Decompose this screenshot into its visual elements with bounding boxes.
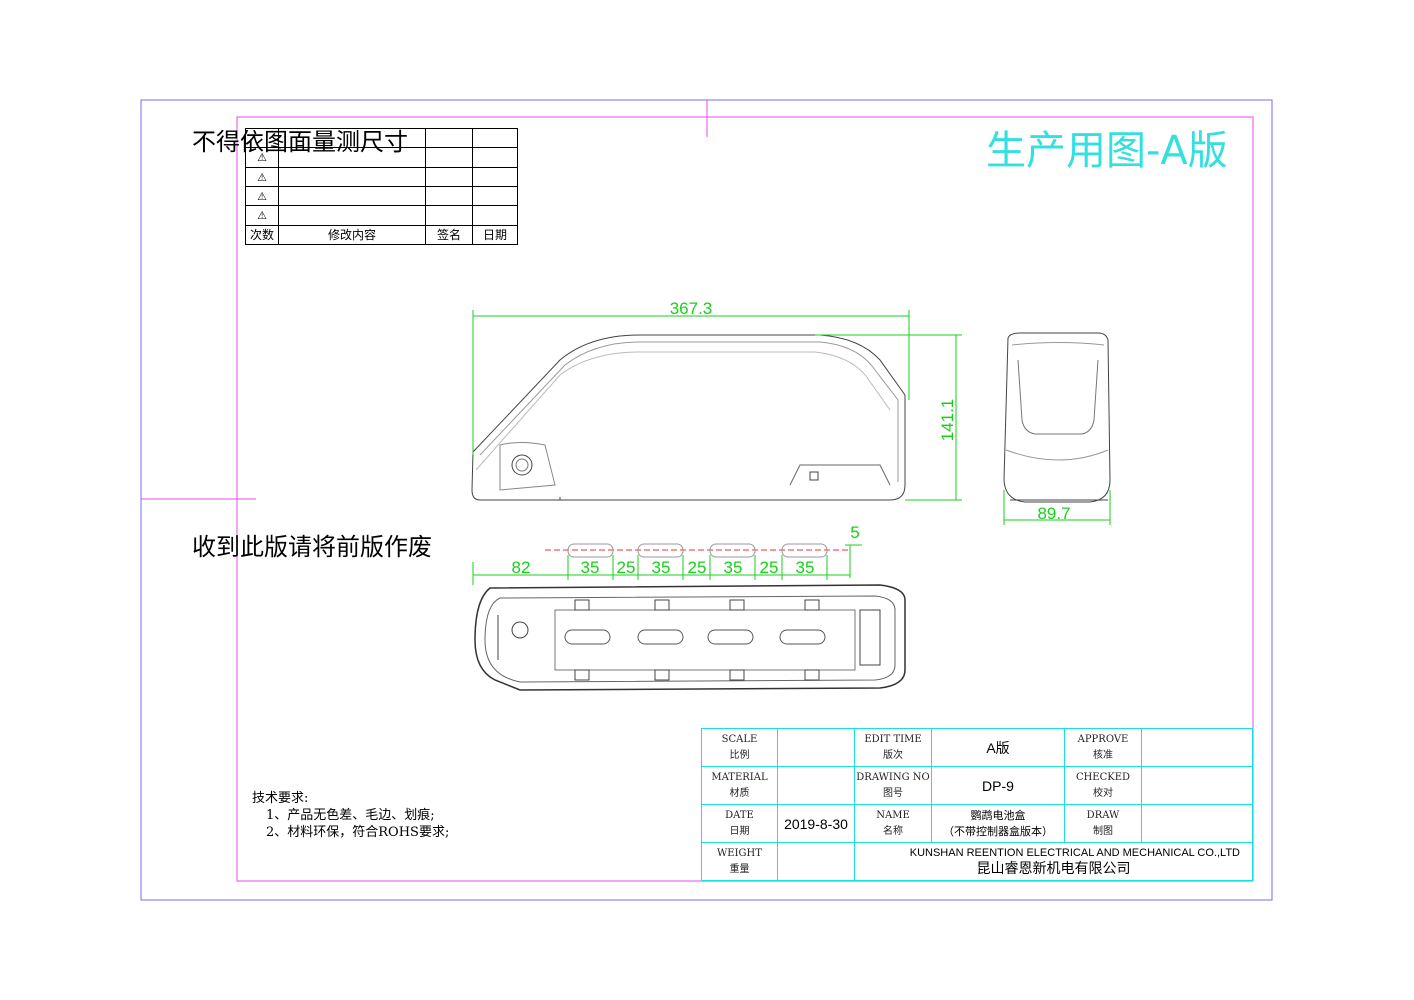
revision-header-content: 修改内容 [278, 224, 426, 246]
dimension-lines [472, 310, 1111, 585]
requirement-item-1: 1、产品无色差、毛边、划痕; [266, 808, 435, 823]
weight-value [777, 842, 855, 881]
side-view [471, 334, 906, 501]
revision-table: ⚠ ⚠ ⚠ ⚠ 次数 修改内容 签名 日期 [245, 127, 518, 246]
front-view [1003, 332, 1111, 503]
revision-marker-icon: ⚠ [257, 190, 267, 204]
slot-row [545, 543, 850, 558]
note-void-previous: 收到此版请将前版作废 [192, 533, 432, 561]
revision-marker-icon: ⚠ [257, 209, 267, 223]
drawing-no-value: DP-9 [931, 766, 1065, 805]
scale-value [777, 728, 855, 767]
dim-width: 89.7 [1037, 504, 1070, 523]
dim-slot-4: 35 [796, 558, 815, 577]
dim-length: 367.3 [670, 299, 713, 318]
dim-slot-2: 35 [652, 558, 671, 577]
checked-value [1141, 766, 1253, 805]
revision-header-date: 日期 [472, 224, 518, 246]
company-name-en: KUNSHAN REENTION ELECTRICAL AND MECHANIC… [909, 846, 1240, 859]
dim-gap-3: 25 [760, 558, 779, 577]
dim-slot-3: 35 [724, 558, 743, 577]
technical-requirements: 技术要求: 1、产品无色差、毛边、划痕; 2、材料环保，符合ROHS要求; [252, 790, 449, 841]
note-no-measure: 不得依图面量测尺寸 [192, 128, 408, 156]
approve-value [1141, 728, 1253, 767]
revision-header-sign: 签名 [425, 224, 473, 246]
dim-gap-1: 25 [617, 558, 636, 577]
revision-marker-icon: ⚠ [257, 170, 267, 184]
requirements-title: 技术要求: [252, 791, 309, 806]
company-name-cn: 昆山睿恩新机电有限公司 [976, 860, 1131, 877]
edit-time-value: A版 [931, 728, 1065, 767]
material-value [777, 766, 855, 805]
date-value: 2019-8-30 [777, 804, 855, 843]
revision-header-count: 次数 [245, 224, 279, 246]
dim-height: 141.1 [938, 399, 957, 442]
bottom-view [474, 584, 906, 691]
revision-marker-icon: ⚠ [257, 151, 267, 165]
dim-gap-2: 25 [688, 558, 707, 577]
requirement-item-2: 2、材料环保，符合ROHS要求; [266, 825, 450, 840]
dim-start: 82 [512, 558, 531, 577]
draw-value [1141, 804, 1253, 843]
production-title: 生产用图-A版 [986, 128, 1228, 174]
dim-offset: 5 [850, 523, 859, 542]
dim-slot-1: 35 [581, 558, 600, 577]
name-value: 鹦鹉电池盒（不带控制器盒版本） [931, 804, 1065, 843]
company-cell: KUNSHAN REENTION ELECTRICAL AND MECHANIC… [854, 842, 1253, 881]
